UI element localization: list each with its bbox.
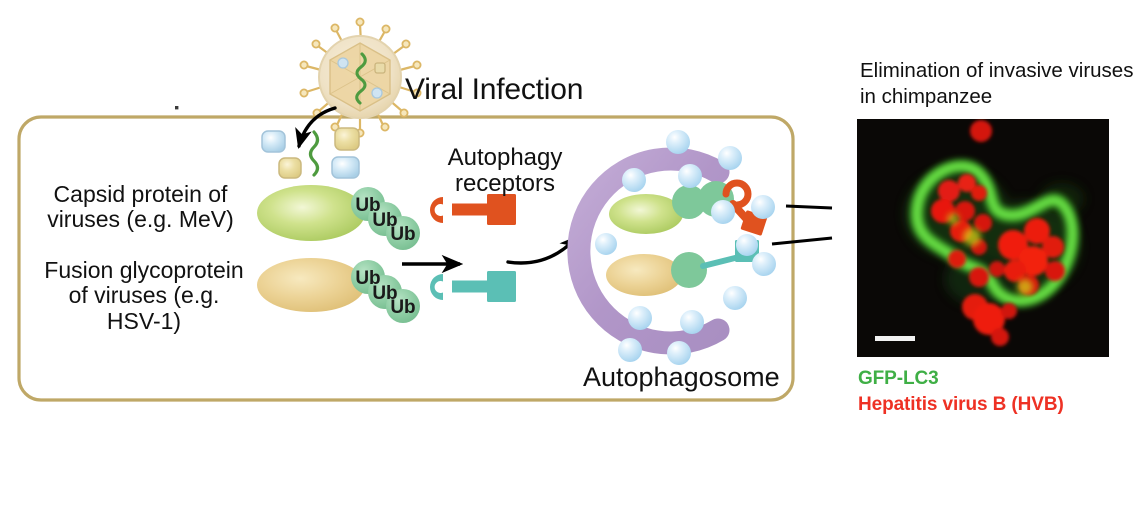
capsid-protein-label: Capsid protein of viruses (e.g. MeV) <box>47 181 234 233</box>
pathway-schematic-svg: Ub Ub Ub Ub Ub Ub <box>17 17 833 402</box>
artifact-dot <box>175 106 179 110</box>
pathway-schematic: Ub Ub Ub Ub Ub Ub <box>17 17 833 402</box>
ub-label: Ub <box>390 224 415 245</box>
orange-receptor <box>430 194 516 225</box>
engulfment-arrow <box>506 235 579 265</box>
teal-receptor <box>430 271 516 302</box>
autophagy-receptors-label: Autophagy receptors <box>447 144 563 198</box>
fusion-glycoprotein-label: Fusion glycoprotein of viruses (e.g. HSV… <box>44 257 244 334</box>
virus-particle <box>299 17 422 138</box>
leader-lines <box>771 204 833 246</box>
ub-label: Ub <box>390 297 415 318</box>
legend-gfp-lc3: GFP-LC3 <box>858 368 939 389</box>
released-viral-components <box>261 127 360 179</box>
ub-label: Ub <box>355 268 380 289</box>
ub-label: Ub <box>355 195 380 216</box>
micrograph-panel: Elimination of invasive viruses in chimp… <box>846 0 1148 508</box>
viral-infection-label: Viral Infection <box>405 73 584 106</box>
legend-hepatitis-virus: Hepatitis virus B (HVB) <box>858 394 1064 415</box>
engulfed-capsid-protein <box>609 194 683 234</box>
infection-arrow <box>295 106 337 149</box>
ubiquitin-chain-fusion: Ub Ub Ub <box>351 260 420 323</box>
micrograph-title: Elimination of invasive viruses in chimp… <box>860 59 1134 108</box>
ub-label: Ub <box>372 210 397 231</box>
engulfed-fusion-glycoprotein <box>606 254 682 296</box>
scale-bar <box>875 336 915 341</box>
autophagosome-label: Autophagosome <box>583 362 780 392</box>
autophagosome <box>567 147 730 355</box>
micrograph-svg <box>857 119 1109 357</box>
ub-label: Ub <box>372 283 397 304</box>
fluorescence-micrograph <box>857 119 1109 357</box>
capsid-protein-cargo <box>257 185 365 241</box>
vesicle-spheres <box>595 130 776 365</box>
engulfed-fusion-ubiquitin <box>671 252 707 288</box>
ubiquitin-chain-capsid: Ub Ub Ub <box>351 187 420 250</box>
fusion-glycoprotein-cargo <box>257 258 365 312</box>
